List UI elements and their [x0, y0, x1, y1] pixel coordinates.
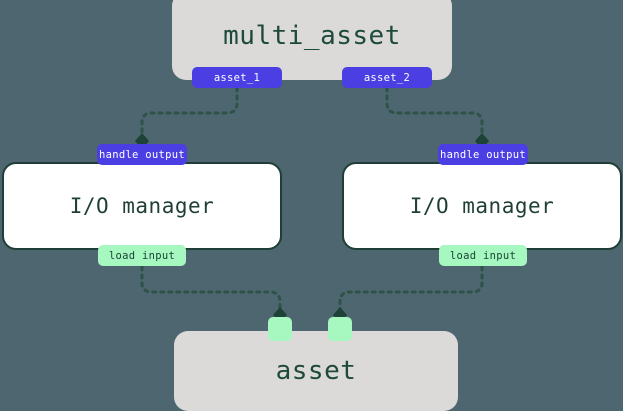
node-io-manager-left-label: I/O manager: [69, 194, 215, 218]
asset-input-handle-right[interactable]: [328, 317, 352, 341]
edge-asset1-to-handle-output-left: [140, 86, 239, 139]
node-io-manager-left[interactable]: I/O manager: [2, 162, 282, 250]
node-asset[interactable]: asset: [174, 331, 458, 411]
badge-load-input-right-label: load input: [449, 249, 517, 262]
node-io-manager-right[interactable]: I/O manager: [342, 162, 622, 250]
badge-handle-output-right-label: handle output: [439, 148, 527, 161]
badge-handle-output-left-label: handle output: [98, 148, 186, 161]
node-io-manager-right-label: I/O manager: [409, 194, 555, 218]
badge-load-input-left-label: load input: [108, 249, 176, 262]
node-multi-asset[interactable]: multi_asset: [172, 0, 452, 80]
edge-load-input-left-to-asset: [140, 265, 282, 314]
badge-load-input-left[interactable]: load input: [98, 245, 186, 266]
badge-asset-2-label: asset_2: [363, 71, 411, 84]
asset-input-handle-left[interactable]: [268, 317, 292, 341]
badge-load-input-right[interactable]: load input: [439, 245, 527, 266]
badge-handle-output-left[interactable]: handle output: [97, 144, 187, 165]
badge-handle-output-right[interactable]: handle output: [438, 144, 528, 165]
edge-asset2-to-handle-output-right: [385, 86, 484, 139]
edge-load-input-right-to-asset: [338, 265, 484, 314]
badge-asset-2[interactable]: asset_2: [342, 67, 432, 88]
node-asset-label: asset: [275, 356, 357, 386]
node-multi-asset-label: multi_asset: [223, 21, 401, 51]
badge-asset-1[interactable]: asset_1: [192, 67, 282, 88]
badge-asset-1-label: asset_1: [213, 71, 261, 84]
